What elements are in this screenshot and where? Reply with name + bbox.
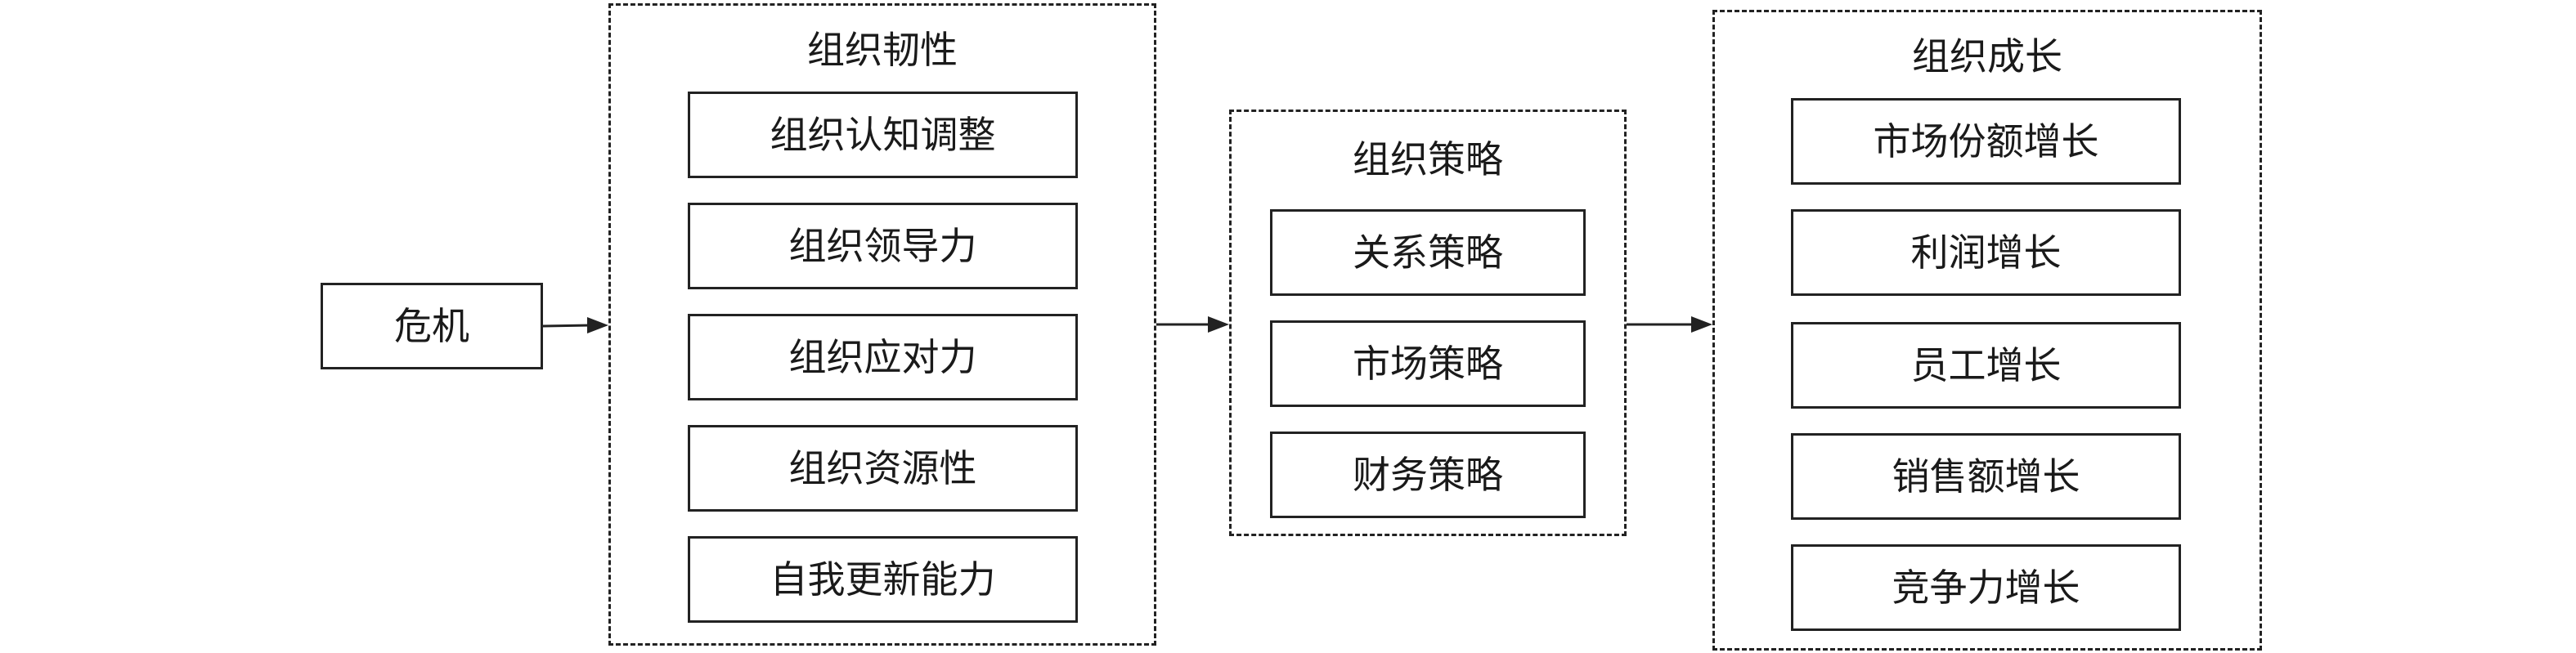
arrow-crisis-to-resilience xyxy=(542,317,608,333)
growth-item-label: 竞争力增长 xyxy=(1892,566,2080,610)
strategy-item: 市场策略 xyxy=(1270,320,1586,407)
strategy-title: 组织策略 xyxy=(1353,137,1503,181)
growth-item: 竞争力增长 xyxy=(1791,544,2181,631)
resilience-item: 组织资源性 xyxy=(688,425,1078,512)
resilience-item: 组织认知调整 xyxy=(688,92,1078,178)
resilience-item-label: 组织认知调整 xyxy=(770,113,996,157)
resilience-item-label: 组织应对力 xyxy=(788,335,977,379)
growth-item: 员工增长 xyxy=(1791,322,2181,409)
strategy-item-label: 市场策略 xyxy=(1353,342,1503,386)
crisis-label: 危机 xyxy=(394,304,469,348)
growth-item-label: 员工增长 xyxy=(1910,343,2062,387)
growth-item: 利润增长 xyxy=(1791,209,2181,296)
growth-item-label: 市场份额增长 xyxy=(1873,119,2099,163)
growth-item: 销售额增长 xyxy=(1791,433,2181,520)
strategy-item: 财务策略 xyxy=(1270,432,1586,518)
growth-title: 组织成长 xyxy=(1912,34,2062,78)
resilience-title: 组织韧性 xyxy=(807,28,958,72)
resilience-item-label: 组织资源性 xyxy=(788,446,977,490)
resilience-item: 组织领导力 xyxy=(688,203,1078,289)
strategy-group xyxy=(1229,110,1627,536)
resilience-item-label: 自我更新能力 xyxy=(770,557,996,602)
resilience-item: 自我更新能力 xyxy=(688,536,1078,623)
arrow-strategy-to-growth xyxy=(1627,316,1712,333)
crisis-node: 危机 xyxy=(321,283,543,369)
arrow-resilience-to-strategy xyxy=(1156,316,1229,333)
strategy-item-label: 关系策略 xyxy=(1353,230,1503,275)
resilience-item: 组织应对力 xyxy=(688,314,1078,400)
resilience-item-label: 组织领导力 xyxy=(788,224,977,268)
strategy-item-label: 财务策略 xyxy=(1353,453,1503,497)
growth-item-label: 利润增长 xyxy=(1910,230,2062,275)
growth-group xyxy=(1712,10,2262,651)
strategy-item: 关系策略 xyxy=(1270,209,1586,296)
growth-item: 市场份额增长 xyxy=(1791,98,2181,185)
resilience-group xyxy=(608,3,1156,646)
growth-item-label: 销售额增长 xyxy=(1892,454,2080,499)
